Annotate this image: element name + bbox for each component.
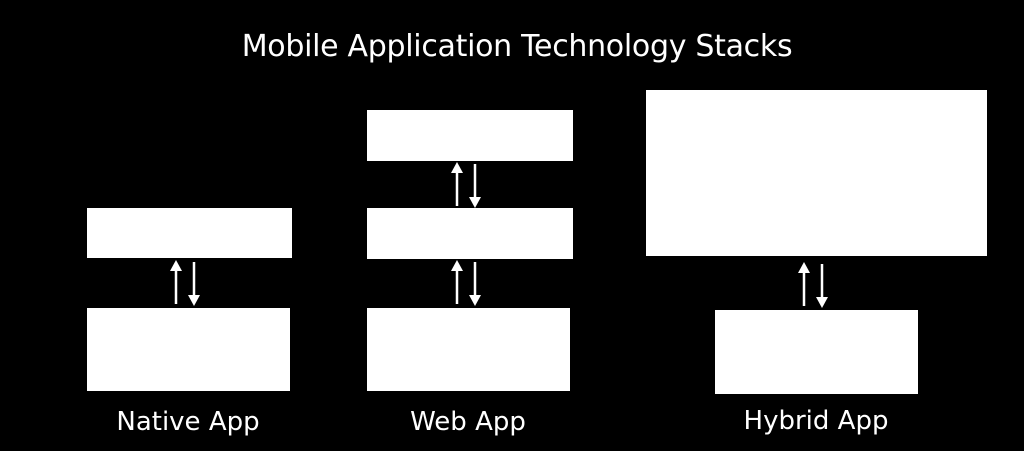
hybrid-app-bottom-layer <box>715 310 918 394</box>
native-app-bottom-layer <box>87 308 290 391</box>
web-app-top-layer <box>367 110 573 161</box>
diagram-title: Mobile Application Technology Stacks <box>241 29 793 64</box>
web-app-upper-bidirectional-arrow-icon <box>446 160 486 210</box>
web-app-lower-bidirectional-arrow-icon <box>446 258 486 308</box>
web-app-label: Web App <box>410 407 526 437</box>
hybrid-app-label: Hybrid App <box>743 406 889 436</box>
web-app-bottom-layer <box>367 308 570 391</box>
hybrid-app-top-layer <box>646 90 987 256</box>
web-app-middle-layer <box>367 208 573 259</box>
native-app-label: Native App <box>116 407 260 437</box>
hybrid-app-bidirectional-arrow-icon <box>793 260 833 310</box>
native-app-top-layer <box>87 208 292 258</box>
native-app-bidirectional-arrow-icon <box>165 258 205 308</box>
